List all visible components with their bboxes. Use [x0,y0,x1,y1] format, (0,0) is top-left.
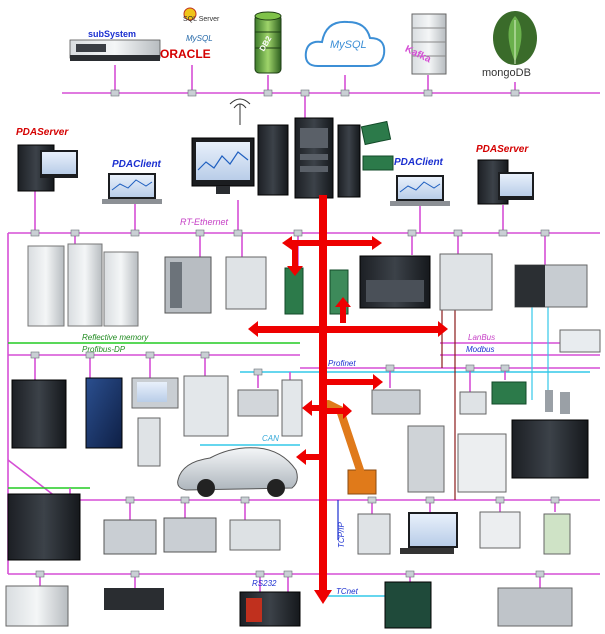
dark-io-rack [511,419,589,479]
green-pcb [491,381,527,405]
workstation-icon [400,512,458,554]
data-flow-arrows [248,195,448,604]
io-module-row [371,389,421,415]
plc-module-grey [164,256,212,314]
modbus-label: Modbus [466,345,495,354]
mysql-small-label: MySQL [186,34,213,43]
pda-server-right-icon [477,159,534,205]
db2-icon [254,11,282,74]
plc-rack-b [163,517,217,553]
sqlserver-icon [183,7,197,21]
controller-right [514,264,588,308]
sqlserver-label: SQL Server [183,16,220,23]
bottom-rack-left [5,585,69,627]
drive-cabinets [27,243,139,327]
car-icon [177,447,298,497]
subsystem-label: subSystem [88,29,137,39]
pda-server-right-label: PDAServer [476,144,529,155]
inverter-unit [183,375,229,437]
interface-card [360,120,394,171]
compact-controller [479,511,521,549]
pda-server-left-icon [17,144,78,192]
pda-client-right-label: PDAClient [394,157,443,168]
pda-client-left-icon [102,173,162,204]
controller-box [407,425,445,493]
can-label: CAN [262,434,279,443]
plc-rack-c [229,519,281,551]
terminal-rack [457,433,507,493]
slim-module [281,379,303,437]
server-cabinet-left [7,493,81,561]
hmi-panel [131,377,179,409]
sensor-probes [545,390,570,414]
bus-lines [7,65,600,597]
rs232-label: RS232 [252,579,277,588]
sensor-module [459,391,487,415]
reflective-memory-label: Reflective memory [82,333,149,342]
mysql-cloud-label: MySQL [330,39,367,51]
robot-arm-icon [324,400,377,495]
io-stack [137,417,161,467]
dark-rack [359,255,431,309]
tcnet-label: TCnet [336,587,358,596]
pda-server-left-label: PDAServer [16,127,69,138]
central-monitor [191,137,255,194]
green-board [284,267,304,315]
lanbus-label: LanBus [468,333,496,342]
bottom-rack-right [497,587,573,627]
profinet-label: Profinet [328,359,356,368]
pda-client-right-icon [390,175,450,206]
io-rack-right [439,253,493,311]
bus-taps [30,89,560,578]
lower-bus-diagonal [7,459,61,501]
bottom-plc-red [239,591,301,627]
rt-ethernet-label: RT-Ethernet [180,217,229,227]
drive-units-left [11,379,67,449]
central-server-rack [257,117,361,199]
rack-module [225,256,267,310]
antenna-icon [229,98,251,125]
bottom-green-rack [384,581,432,629]
gateway-module [237,389,279,417]
mongodb-icon [493,11,537,65]
panel-controller [357,513,391,555]
bottom-server [104,588,164,610]
kafka-server-icon [411,13,447,75]
subsystem-server-icon [69,39,161,61]
din-module [543,513,571,555]
display-meter [559,329,601,353]
mysql-cloud-icon [304,20,386,67]
oracle-label: ORACLE [160,47,211,61]
tcpip-label: TCP/IP [337,522,346,548]
pda-client-left-label: PDAClient [112,159,161,170]
plc-rack-a [103,519,157,555]
profibus-label: Profibus-DP [82,345,126,354]
mongodb-label: mongoDB [482,67,531,79]
blue-drive [85,377,123,449]
